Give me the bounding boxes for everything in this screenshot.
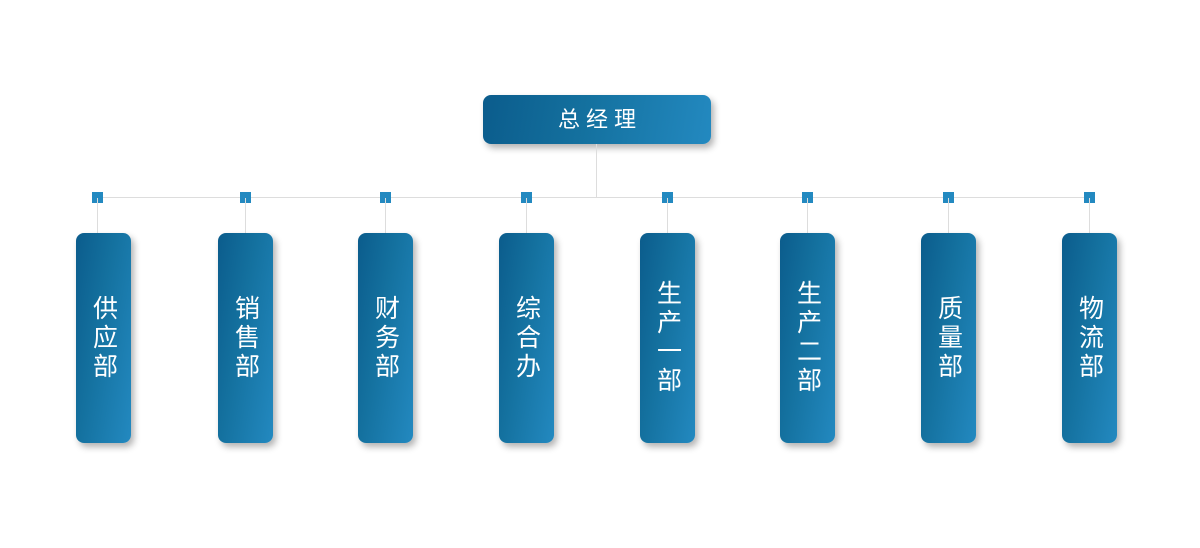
- org-node-department-1[interactable]: 供应部: [76, 233, 131, 443]
- connector-drop-line-1: [97, 198, 98, 233]
- connector-drop-line-8: [1089, 198, 1090, 233]
- connector-drop-line-3: [385, 198, 386, 233]
- connector-marker-5: [662, 192, 673, 203]
- connector-marker-1: [92, 192, 103, 203]
- org-node-department-8-label: 物流部: [1075, 294, 1104, 382]
- org-node-department-2[interactable]: 销售部: [218, 233, 273, 443]
- org-node-department-6[interactable]: 生产二部: [780, 233, 835, 443]
- connector-drop-line-7: [948, 198, 949, 233]
- org-node-department-4[interactable]: 综合办: [499, 233, 554, 443]
- connector-trunk-line: [596, 144, 597, 198]
- connector-drop-line-6: [807, 198, 808, 233]
- connector-marker-7: [943, 192, 954, 203]
- connector-marker-3: [380, 192, 391, 203]
- connector-drop-line-5: [667, 198, 668, 233]
- org-node-department-5[interactable]: 生产一部: [640, 233, 695, 443]
- org-node-department-7-label: 质量部: [934, 294, 963, 382]
- connector-marker-4: [521, 192, 532, 203]
- connector-drop-line-2: [245, 198, 246, 233]
- org-node-root[interactable]: 总经理: [483, 95, 711, 144]
- connector-marker-2: [240, 192, 251, 203]
- org-node-department-3[interactable]: 财务部: [358, 233, 413, 443]
- org-node-department-8[interactable]: 物流部: [1062, 233, 1117, 443]
- connector-bus-line: [97, 197, 1090, 198]
- connector-marker-6: [802, 192, 813, 203]
- org-node-department-5-label: 生产一部: [653, 280, 682, 396]
- org-node-department-6-label: 生产二部: [793, 280, 822, 396]
- connector-marker-8: [1084, 192, 1095, 203]
- connector-drop-line-4: [526, 198, 527, 233]
- org-node-department-3-label: 财务部: [371, 294, 400, 382]
- org-node-department-7[interactable]: 质量部: [921, 233, 976, 443]
- org-node-department-1-label: 供应部: [89, 294, 118, 382]
- org-node-root-label: 总经理: [557, 106, 642, 132]
- org-node-department-2-label: 销售部: [231, 294, 260, 382]
- org-node-department-4-label: 综合办: [512, 294, 541, 382]
